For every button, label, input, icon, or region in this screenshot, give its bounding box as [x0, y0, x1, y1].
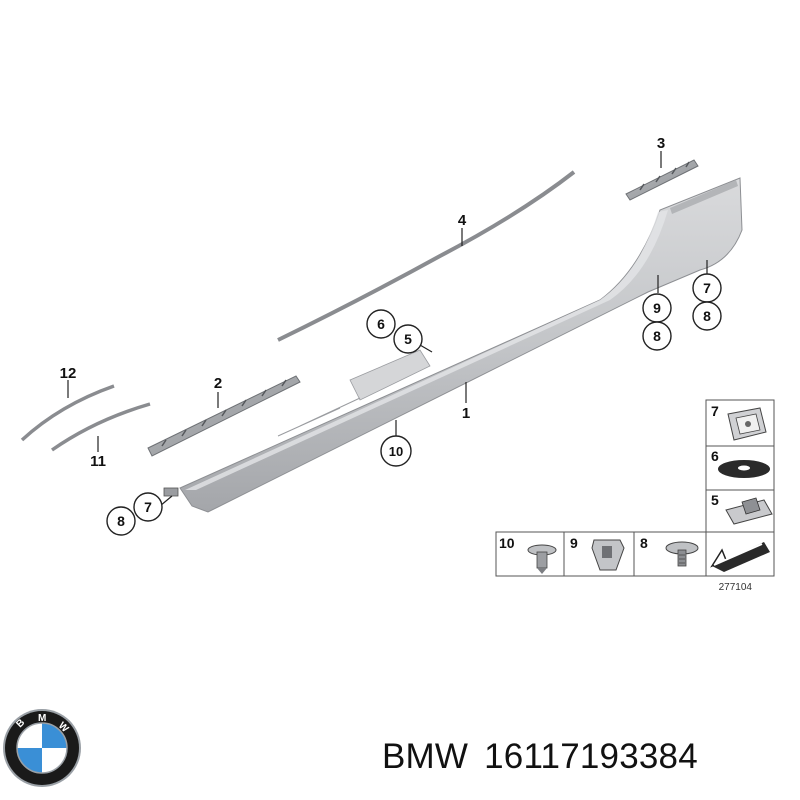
- callout-10-circle: 10: [380, 435, 412, 467]
- callout-4: 4: [458, 212, 467, 229]
- curved-trim-11: [50, 402, 151, 452]
- legend-num-10: 10: [499, 535, 515, 551]
- callout-8-circle-far-right: 8: [692, 301, 722, 331]
- callout-8-circle-right: 8: [642, 321, 672, 351]
- legend-num-9: 9: [570, 535, 578, 551]
- bmw-logo-icon: B M W: [3, 709, 81, 787]
- callout-7-circle-left: 7: [133, 492, 163, 522]
- mounting-strip-front: [147, 375, 301, 457]
- legend-num-5: 5: [711, 492, 719, 508]
- mounting-strip-rear: [625, 159, 699, 201]
- callout-7-circle-right: 7: [692, 273, 722, 303]
- callout-6-circle: 6: [366, 309, 396, 339]
- washer-icon: [718, 460, 770, 478]
- callout-5-circle: 5: [393, 324, 423, 354]
- push-rivet-icon: [527, 544, 557, 574]
- clip-with-base-icon: [725, 497, 773, 525]
- callout-6: 6: [377, 316, 385, 332]
- callout-7-left: 7: [144, 499, 152, 515]
- direction-arrow-icon: [710, 542, 770, 572]
- callout-5: 5: [404, 331, 412, 347]
- circled-callouts: 6 5 10 9 8 7 8 7: [106, 273, 722, 536]
- callout-9: 9: [653, 300, 661, 316]
- caption-brand: BMW: [382, 737, 469, 776]
- legend-num-8: 8: [640, 535, 648, 551]
- callout-11: 11: [90, 453, 106, 470]
- side-sill-panel: [179, 177, 743, 513]
- callout-2: 2: [214, 375, 222, 392]
- trim-strip-upper: [277, 170, 576, 342]
- clip-7-front: [163, 487, 179, 497]
- callout-labels: 1 2 3 4 12 11: [60, 135, 666, 470]
- bmw-logo-letter-m: M: [38, 713, 46, 724]
- callout-8-right: 8: [653, 328, 661, 344]
- part-caption: BMW 16117193384: [382, 737, 792, 793]
- callout-8-left: 8: [117, 513, 125, 529]
- callout-9-circle: 9: [642, 293, 672, 323]
- legend-num-6: 6: [711, 448, 719, 464]
- callout-12: 12: [60, 365, 77, 382]
- curved-trim-12: [20, 384, 115, 442]
- expanding-nut-icon: [591, 539, 625, 571]
- callout-3: 3: [657, 135, 665, 152]
- callout-7-right: 7: [703, 280, 711, 296]
- caption-part-number: 16117193384: [484, 737, 698, 776]
- callout-8-circle-left: 8: [106, 506, 136, 536]
- callout-1: 1: [462, 405, 470, 422]
- diagram-number: 277104: [719, 582, 753, 593]
- legend-num-7: 7: [711, 403, 719, 419]
- callout-8-far-right: 8: [703, 308, 711, 324]
- spring-nut-clip-icon: [727, 407, 767, 441]
- callout-10: 10: [389, 444, 403, 459]
- screw-with-washer-icon: [665, 541, 699, 567]
- fastener-legend: 7 6 5 10 9 8: [495, 399, 775, 577]
